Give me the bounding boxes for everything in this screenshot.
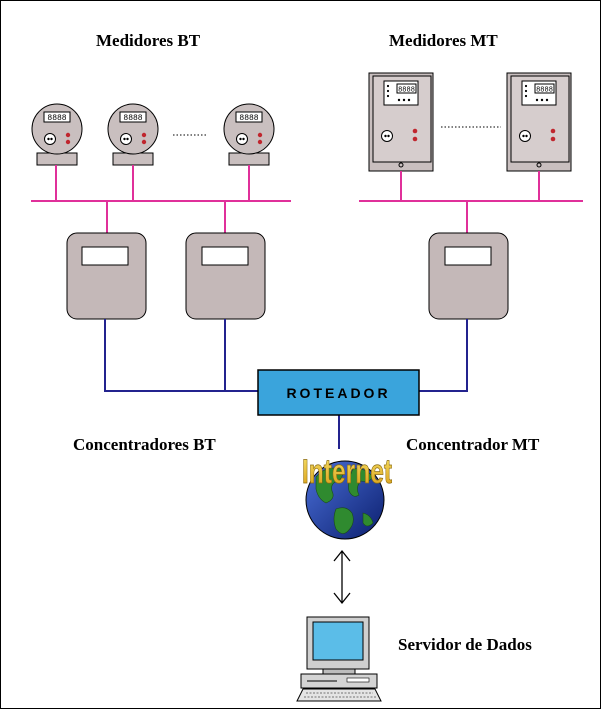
- svg-text:8888: 8888: [239, 114, 258, 123]
- svg-text:8888: 8888: [47, 114, 66, 123]
- meters-bt-title: Medidores BT: [96, 31, 201, 50]
- internet-label: Internet: [302, 453, 392, 491]
- meter-bt-2: 8888: [107, 103, 159, 166]
- link-lines: [104, 319, 468, 449]
- meter-mt-1: 8888: [368, 72, 434, 172]
- router-label: ROTEADOR: [286, 385, 390, 401]
- computer-icon: [296, 616, 382, 702]
- meters-mt-title: Medidores MT: [389, 31, 498, 50]
- double-arrow-icon: [333, 549, 351, 605]
- meter-mt-2: 8888: [506, 72, 572, 172]
- concentrator-bt-1: [66, 232, 147, 320]
- concentrator-mt-label: Concentrador MT: [406, 435, 540, 454]
- concentrator-mt: [428, 232, 509, 320]
- data-server-label: Servidor de Dados: [398, 635, 532, 654]
- globe-icon: [305, 460, 385, 540]
- meter-bt-1: 8888: [31, 103, 83, 166]
- router: ROTEADOR: [257, 369, 420, 416]
- meter-bt-3: 8888: [223, 103, 275, 166]
- svg-text:8888: 8888: [536, 87, 553, 95]
- bus-mt: [359, 171, 583, 233]
- svg-text:8888: 8888: [123, 114, 142, 123]
- concentrators-bt-label: Concentradores BT: [73, 435, 216, 454]
- concentrator-bt-2: [185, 232, 266, 320]
- bus-bt: [31, 165, 291, 233]
- svg-text:8888: 8888: [398, 87, 415, 95]
